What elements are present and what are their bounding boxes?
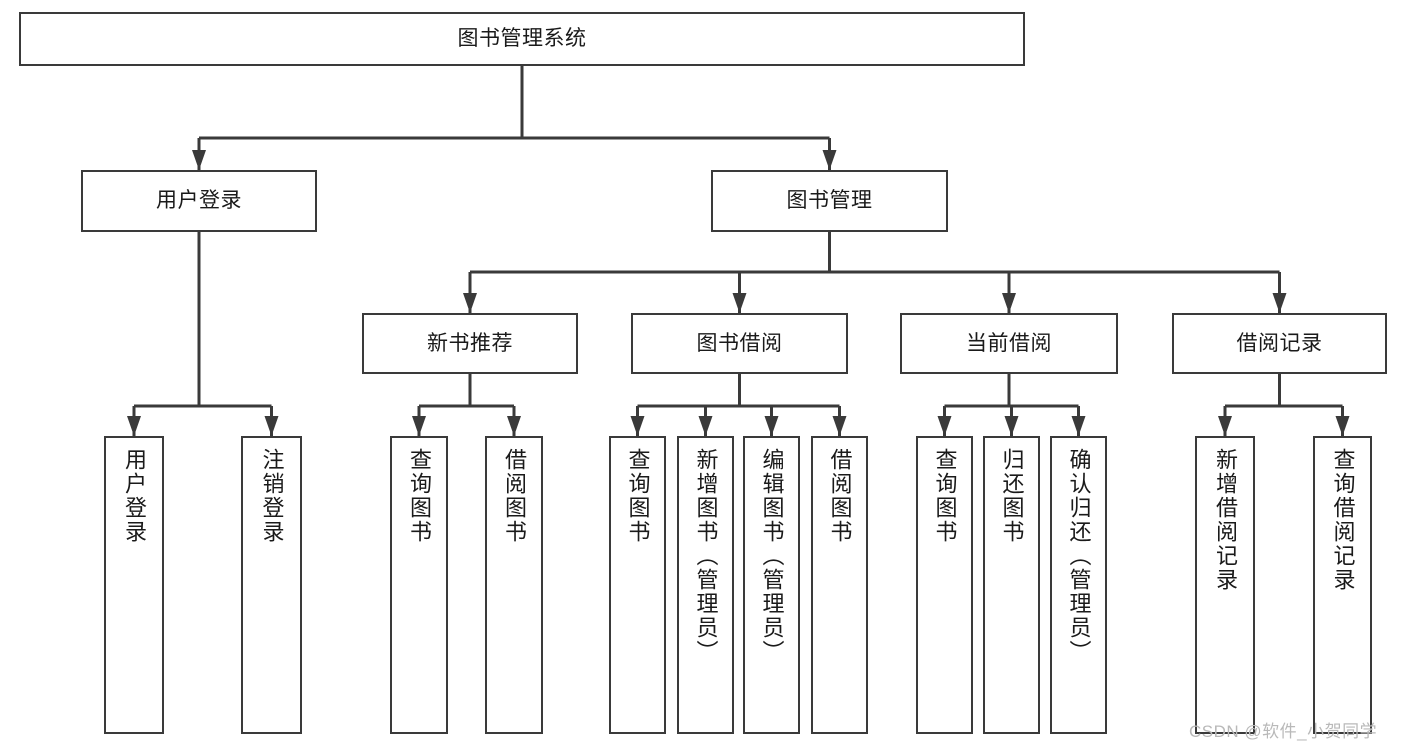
node-label: 查询借阅记录	[1330, 448, 1356, 592]
node-label: 归还图书	[999, 448, 1025, 544]
node-leaf-cb-confirm-return[interactable]: 确认归还（管理员）	[1050, 436, 1107, 734]
node-label: 新增借阅记录	[1213, 448, 1238, 592]
node-label: 用户登录	[156, 189, 242, 213]
node-leaf-bb-add-book[interactable]: 新增图书（管理员）	[677, 436, 734, 734]
csdn-watermark: CSDN @软件_小贺同学	[1189, 722, 1378, 741]
node-leaf-br-query-record[interactable]: 查询借阅记录	[1313, 436, 1372, 734]
node-label: 新增图书（管理员）	[693, 448, 719, 664]
node-leaf-rec-query-book[interactable]: 查询图书	[390, 436, 448, 734]
node-leaf-user-login[interactable]: 用户登录	[104, 436, 164, 734]
node-label: 借阅图书	[827, 448, 853, 544]
node-user-login[interactable]: 用户登录	[81, 170, 317, 232]
node-label: 查询图书	[625, 448, 651, 544]
node-label: 当前借阅	[966, 331, 1052, 355]
node-leaf-bb-query-book[interactable]: 查询图书	[609, 436, 666, 734]
node-label: 用户登录	[122, 448, 147, 544]
node-label: 注销登录	[259, 448, 285, 544]
node-book-manage[interactable]: 图书管理	[711, 170, 948, 232]
node-leaf-br-add-record[interactable]: 新增借阅记录	[1195, 436, 1255, 734]
node-label: 图书管理系统	[457, 27, 587, 51]
node-label: 图书借阅	[696, 331, 783, 355]
node-leaf-rec-borrow-book[interactable]: 借阅图书	[485, 436, 543, 734]
node-label: 确认归还（管理员）	[1066, 448, 1092, 664]
node-leaf-cb-query-book[interactable]: 查询图书	[916, 436, 973, 734]
node-root[interactable]: 图书管理系统	[19, 12, 1025, 66]
node-leaf-user-logout[interactable]: 注销登录	[241, 436, 302, 734]
node-new-book-rec[interactable]: 新书推荐	[362, 313, 578, 374]
node-label: 借阅图书	[502, 448, 527, 544]
node-borrow-record[interactable]: 借阅记录	[1172, 313, 1387, 374]
node-book-borrow[interactable]: 图书借阅	[631, 313, 848, 374]
node-label: 借阅记录	[1236, 331, 1323, 355]
node-leaf-bb-borrow-book[interactable]: 借阅图书	[811, 436, 868, 734]
node-label: 编辑图书（管理员）	[759, 448, 785, 664]
node-label: 图书管理	[786, 189, 873, 213]
node-label: 新书推荐	[427, 331, 513, 355]
node-label: 查询图书	[407, 448, 432, 544]
node-leaf-cb-return-book[interactable]: 归还图书	[983, 436, 1040, 734]
node-leaf-bb-edit-book[interactable]: 编辑图书（管理员）	[743, 436, 800, 734]
node-current-borrow[interactable]: 当前借阅	[900, 313, 1118, 374]
node-label: 查询图书	[932, 448, 958, 544]
